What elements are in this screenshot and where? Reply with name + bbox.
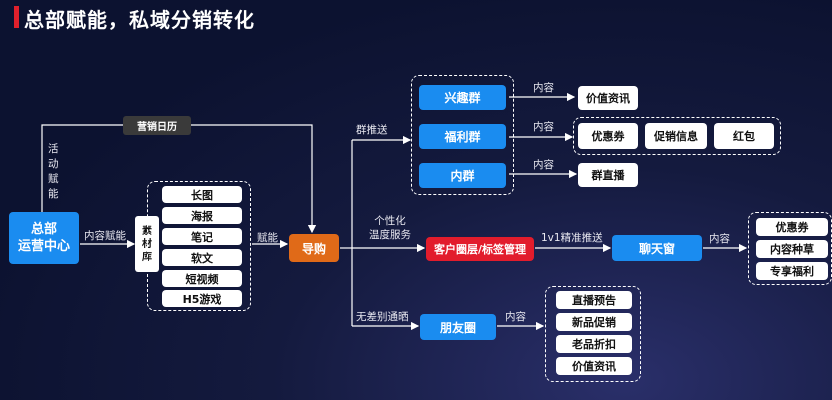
groups-container: [411, 75, 514, 195]
chat-content-item: 内容种草: [756, 240, 828, 258]
group-push-label: 群推送: [356, 124, 388, 136]
hq-node: 总部 运营中心: [9, 212, 79, 264]
material-item: 笔记: [162, 228, 242, 245]
chat-content-item: 优惠券: [756, 218, 828, 236]
activity-char: 赋: [48, 173, 59, 185]
empower-label: 赋能: [257, 232, 278, 244]
promotion-info-item: 促销信息: [645, 123, 707, 149]
coupon-item: 优惠券: [578, 123, 638, 149]
activity-empower-label: 活 动 赋 能: [48, 142, 62, 202]
activity-char: 能: [48, 188, 59, 200]
welfare-contents-group: [573, 117, 781, 155]
material-item: 软文: [162, 249, 242, 266]
moments-contents-group: [545, 286, 641, 382]
content-label: 内容: [533, 159, 554, 171]
hq-line1: 总部: [30, 222, 57, 237]
chat-content-item: 专享福利: [756, 262, 828, 280]
welfare-group-node: 福利群: [419, 124, 506, 149]
activity-char: 活: [48, 143, 59, 155]
customer-tagging-node: 客户圈层/标签管理: [426, 237, 534, 261]
chat-window-node: 聊天窗: [612, 235, 702, 261]
material-item: H5游戏: [162, 290, 242, 307]
activity-char: 动: [48, 158, 59, 170]
content-empower-label: 内容赋能: [84, 230, 126, 242]
moments-content-item: 新品促销: [556, 313, 632, 331]
material-item: 短视频: [162, 270, 242, 287]
personalized-line1: 个性化: [374, 215, 406, 227]
interest-group-node: 兴趣群: [419, 85, 506, 110]
moments-node: 朋友圈: [420, 314, 496, 340]
moments-content-item: 直播预告: [556, 291, 632, 309]
marketing-calendar-node: 营销日历: [123, 116, 191, 135]
title-accent-bar: [14, 6, 19, 28]
moments-content-item: 老品折扣: [556, 335, 632, 353]
personalized-line2: 温度服务: [369, 229, 411, 241]
content-label: 内容: [533, 121, 554, 133]
value-info-item: 价值资讯: [578, 86, 638, 110]
material-item: 海报: [162, 207, 242, 224]
material-item: 长图: [162, 186, 242, 203]
inner-group-node: 内群: [419, 163, 506, 188]
page-title: 总部赋能，私域分销转化: [24, 8, 255, 32]
precise-push-label: 1v1精准推送: [541, 232, 603, 244]
materials-group: [147, 181, 251, 311]
group-live-item: 群直播: [578, 163, 638, 187]
moments-content-item: 价值资讯: [556, 357, 632, 375]
guide-node: 导购: [289, 234, 339, 262]
red-packet-item: 红包: [714, 123, 774, 149]
hq-line2: 运营中心: [17, 239, 70, 254]
personalized-service-label: 个性化 温度服务: [369, 214, 411, 242]
content-label: 内容: [505, 311, 526, 323]
content-label: 内容: [533, 82, 554, 94]
content-label: 内容: [709, 233, 730, 245]
broadcast-label: 无差别通晒: [356, 311, 409, 323]
